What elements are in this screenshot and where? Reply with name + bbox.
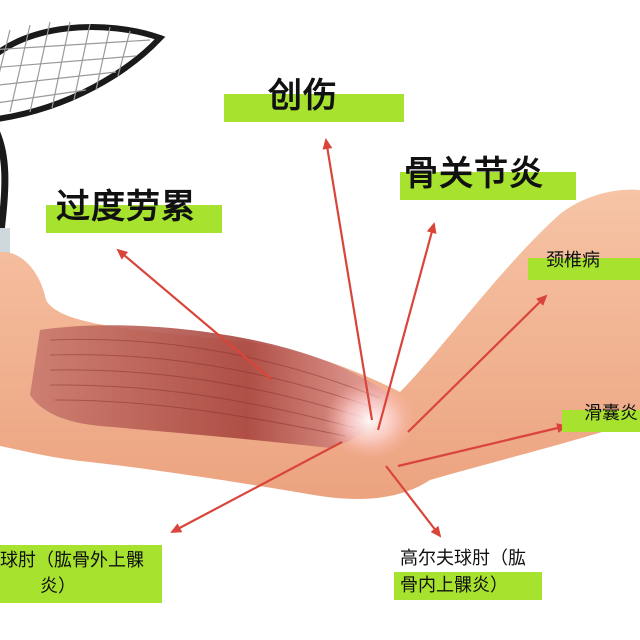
cervical-highlight	[528, 258, 640, 280]
overuse-highlight	[46, 205, 222, 233]
arrow-arthritis	[376, 222, 437, 431]
arrow-injury	[322, 138, 374, 421]
indicator-arrows	[116, 138, 568, 538]
arrow-overuse	[116, 248, 273, 381]
arrow-cervical	[407, 294, 548, 433]
arrow-tennis-elbow	[170, 441, 343, 533]
bursitis-highlight	[562, 410, 640, 432]
label-overuse: 过度劳累	[56, 187, 196, 227]
injury-highlight	[224, 94, 404, 122]
label-cervical-spondylosis: 颈椎病	[546, 250, 600, 271]
arm-illustration	[0, 189, 640, 499]
label-golfers-elbow-line2: 骨内上髁炎）	[400, 575, 508, 596]
label-bursitis: 滑囊炎	[584, 403, 638, 424]
tennis-elbow-highlight	[0, 545, 162, 603]
arrow-bursitis	[397, 423, 568, 468]
arrow-golfers-elbow	[385, 465, 442, 538]
arthritis-highlight	[400, 172, 576, 200]
tennis-racket-icon	[0, 21, 166, 258]
label-golfers-elbow-line1: 高尔夫球肘（肱	[400, 548, 526, 569]
label-injury: 创伤	[268, 76, 338, 116]
golfers-elbow-highlight	[394, 572, 542, 600]
label-tennis-elbow-line1: 球肘（肱骨外上髁	[0, 550, 144, 571]
label-arthritis: 骨关节炎	[404, 154, 544, 194]
label-tennis-elbow-line2: 炎）	[40, 576, 76, 597]
